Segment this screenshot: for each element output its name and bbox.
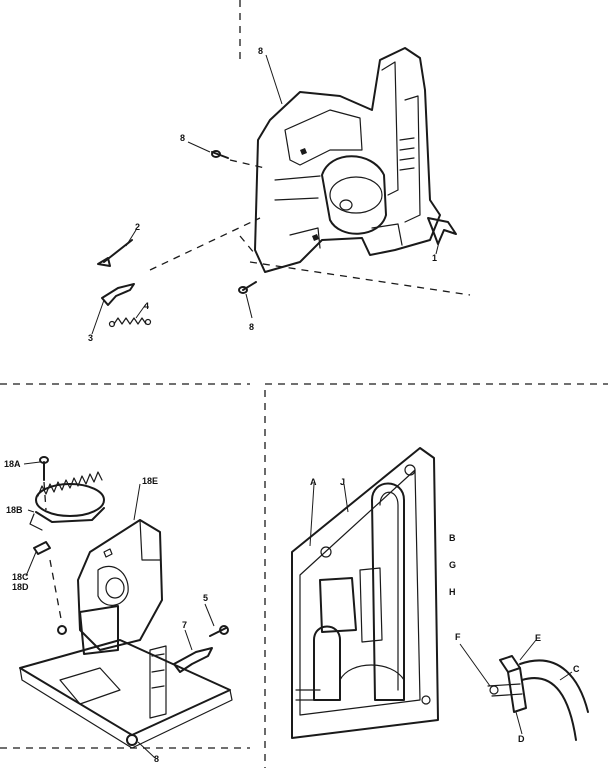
callout-7: 7 — [182, 620, 187, 630]
screw-upper — [211, 150, 229, 159]
callout-b: B — [449, 533, 456, 543]
gear-bracket-assembly — [19, 456, 233, 749]
callout-f: F — [455, 632, 461, 642]
callout-18e: 18E — [142, 476, 158, 486]
panel-tubing-assembly — [291, 447, 589, 741]
callout-c: C — [573, 664, 580, 674]
callout-18b: 18B — [6, 505, 23, 515]
leaders-bottom-left — [23, 461, 215, 759]
spring-part — [108, 317, 152, 328]
callout-a: A — [310, 477, 317, 487]
callout-labels: 8 8 8 2 3 4 1 18A 18B 18E 18C 18D 5 7 8 … — [4, 46, 580, 764]
callout-g: G — [449, 560, 456, 570]
callout-shaft: 2 — [135, 222, 140, 232]
leaders-bottom-right — [309, 483, 573, 735]
callout-18c: 18C — [12, 572, 29, 582]
callout-18d: 18D — [12, 582, 29, 592]
callout-e: E — [535, 633, 541, 643]
screw-lower — [238, 281, 257, 294]
main-housing-assembly — [254, 47, 441, 273]
callout-h: H — [449, 587, 456, 597]
callout-spring: 4 — [144, 301, 149, 311]
callout-clip: 1 — [432, 253, 437, 263]
leaders-top — [91, 54, 441, 335]
callout-nut-8: 8 — [154, 754, 159, 764]
callout-5: 5 — [203, 593, 208, 603]
callout-latch: 3 — [88, 333, 93, 343]
clip-part — [427, 217, 457, 245]
projection-lines — [149, 159, 471, 296]
callout-18a: 18A — [4, 459, 21, 469]
callout-j: J — [340, 477, 345, 487]
callout-screw-lower: 8 — [249, 322, 254, 332]
callout-main-housing: 8 — [258, 46, 263, 56]
latch-part — [101, 283, 135, 306]
callout-d: D — [518, 734, 525, 744]
callout-screw-upper: 8 — [180, 133, 185, 143]
